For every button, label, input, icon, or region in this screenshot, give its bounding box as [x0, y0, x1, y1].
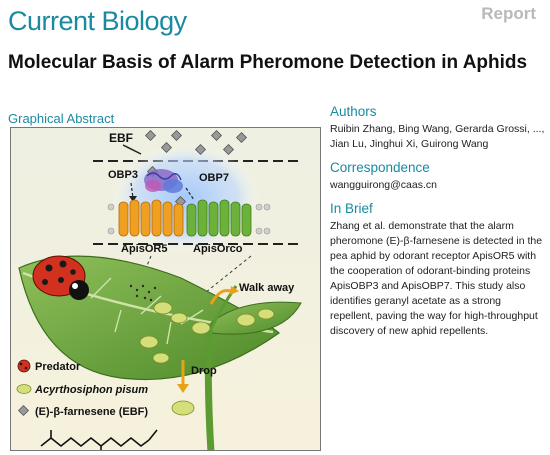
graphical-abstract: EBF OBP3 OBP7	[10, 127, 321, 451]
graphical-abstract-figure: EBF OBP3 OBP7	[11, 128, 320, 450]
obp3-arrow	[130, 182, 134, 199]
in-brief-heading: In Brief	[330, 201, 373, 216]
aphids-on-leaf	[139, 301, 275, 364]
legend-ebf: (E)-β-farnesene (EBF)	[35, 406, 148, 418]
legend-predator: Predator	[35, 361, 81, 373]
article-title: Molecular Basis of Alarm Pheromone Detec…	[8, 52, 528, 73]
obp3-arrowhead	[129, 196, 137, 202]
stem	[204, 327, 215, 450]
drop-arrowhead	[177, 384, 189, 393]
obp3-label: OBP3	[108, 169, 138, 181]
dropping-aphid	[171, 400, 195, 416]
obp7-label: OBP7	[199, 172, 229, 184]
in-brief-text: Zhang et al. demonstrate that the alarm …	[330, 220, 543, 337]
ebf-label: EBF	[109, 131, 133, 145]
ebf-dots	[129, 284, 157, 302]
walk-away-arrowhead	[230, 286, 239, 295]
zoom-line-right	[190, 255, 252, 305]
graphical-abstract-label: Graphical Abstract	[8, 111, 115, 126]
correspondence-email[interactable]: wangguirong@caas.cn	[330, 179, 437, 191]
journal-name: Current Biology	[8, 6, 187, 36]
article-type: Report	[481, 4, 536, 23]
legend-aphid: Acyrthosiphon pisum	[34, 384, 148, 396]
sidebar: Authors Ruibin Zhang, Bing Wang, Gerarda…	[330, 104, 545, 347]
drop-label: Drop	[191, 365, 217, 377]
membrane-beads	[107, 203, 271, 235]
walk-away-label: Walk away	[239, 282, 295, 294]
ebf-structure-branch-3	[148, 429, 158, 441]
or5-receptor	[118, 199, 184, 237]
or5-label: ApisOR5	[121, 243, 167, 255]
orco-label: ApisOrco	[193, 243, 243, 255]
ebf-icon	[17, 404, 30, 417]
correspondence-heading: Correspondence	[330, 160, 430, 175]
orco-receptor	[186, 199, 252, 237]
authors-heading: Authors	[330, 104, 377, 119]
ebf-molecules	[144, 129, 248, 208]
legend: Predator Acyrthosiphon pisum (E)-β-farne…	[16, 359, 148, 418]
obp7-arrow	[185, 187, 195, 201]
ebf-pointer	[122, 144, 142, 155]
ebf-structure	[40, 436, 150, 448]
authors-list: Ruibin Zhang, Bing Wang, Gerarda Grossi,…	[330, 123, 545, 150]
obp-protein	[144, 169, 183, 193]
predator-icon	[17, 359, 31, 373]
leaf-veins-minor	[90, 277, 204, 345]
leaf-right	[210, 301, 302, 335]
aphid-icon	[16, 384, 32, 394]
ladybug	[32, 255, 89, 300]
